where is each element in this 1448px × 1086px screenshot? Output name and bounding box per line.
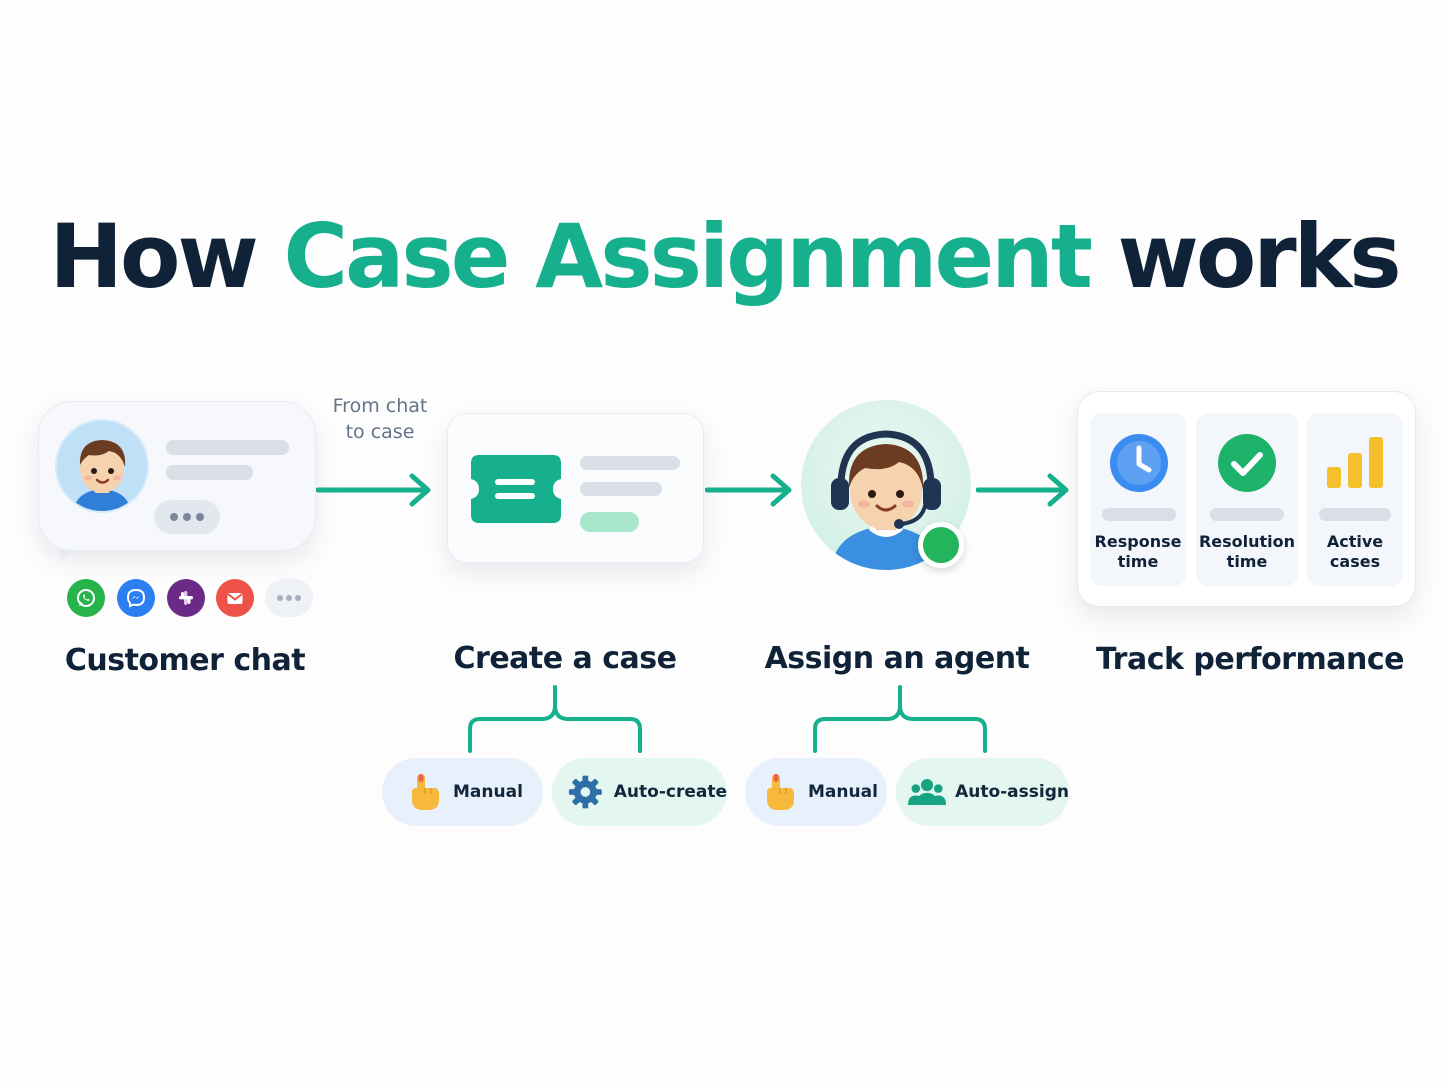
typing-dot	[170, 513, 178, 521]
agent-headset-icon	[831, 430, 941, 570]
metric-tile-active	[1307, 413, 1403, 586]
title-suffix: works	[1117, 205, 1402, 308]
ticket-icon	[471, 455, 561, 523]
message-placeholder-line	[166, 440, 289, 455]
step-create-case-label: Create a case	[453, 641, 677, 676]
case-placeholder-line	[580, 482, 662, 496]
pointing-hand-icon	[767, 774, 794, 810]
bar-chart-icon	[1327, 437, 1383, 488]
case-option-auto-create-label: Auto-create	[613, 782, 727, 802]
pointing-hand-icon	[412, 774, 439, 810]
flow-arrow-icon	[705, 473, 792, 507]
metric-label-line: time	[1117, 552, 1159, 571]
metric-label-response: Response time	[1090, 532, 1186, 572]
slack-icon	[167, 579, 205, 617]
agent-option-auto-assign: Auto-assign	[896, 758, 1069, 826]
typing-dot	[196, 513, 204, 521]
metric-placeholder-line	[1210, 508, 1284, 521]
metric-label-resolution: Resolution time	[1196, 532, 1298, 572]
connector-note-line: From chat	[332, 395, 428, 417]
case-options-bracket	[468, 685, 642, 753]
page-title: How Case Assignment works	[0, 205, 1448, 308]
customer-avatar-icon	[55, 419, 149, 513]
message-placeholder-line	[166, 465, 253, 480]
check-circle-icon	[1218, 434, 1276, 492]
metric-placeholder-line	[1102, 508, 1176, 521]
metric-label-line: Resolution	[1198, 532, 1296, 551]
more-channels-icon	[265, 579, 313, 617]
case-status-placeholder	[580, 512, 639, 532]
metric-label-line: Response	[1094, 532, 1182, 551]
connector-note: From chat to case	[318, 393, 442, 445]
connector-note-line: to case	[345, 421, 415, 443]
case-placeholder-line	[580, 456, 680, 470]
agent-options-bracket	[813, 685, 987, 753]
case-option-manual: Manual	[382, 758, 543, 826]
step-track-performance-label: Track performance	[1096, 642, 1404, 677]
metric-label-active: Active cases	[1307, 532, 1403, 572]
case-option-auto-create: Auto-create	[552, 758, 727, 826]
agent-option-manual: Manual	[745, 758, 887, 826]
metric-label-line: Active	[1326, 532, 1384, 551]
title-highlight: Case Assignment	[283, 205, 1092, 308]
messenger-icon	[117, 579, 155, 617]
metric-label-line: time	[1226, 552, 1268, 571]
title-prefix: How	[49, 205, 258, 308]
agent-option-auto-assign-label: Auto-assign	[955, 782, 1069, 802]
step-customer-chat-label: Customer chat	[64, 643, 306, 678]
online-status-icon	[918, 522, 964, 568]
email-icon	[216, 579, 254, 617]
metric-label-line: cases	[1329, 552, 1381, 571]
metric-placeholder-line	[1319, 508, 1391, 521]
team-icon	[908, 779, 947, 805]
flow-arrow-icon	[316, 473, 431, 507]
gear-icon	[568, 775, 602, 809]
typing-indicator	[154, 500, 220, 534]
agent-option-manual-label: Manual	[808, 782, 878, 802]
typing-dot	[183, 513, 191, 521]
step-assign-agent-label: Assign an agent	[764, 641, 1030, 676]
clock-icon	[1110, 434, 1168, 492]
case-option-manual-label: Manual	[453, 782, 523, 802]
whatsapp-icon	[67, 579, 105, 617]
flow-arrow-icon	[976, 473, 1069, 507]
